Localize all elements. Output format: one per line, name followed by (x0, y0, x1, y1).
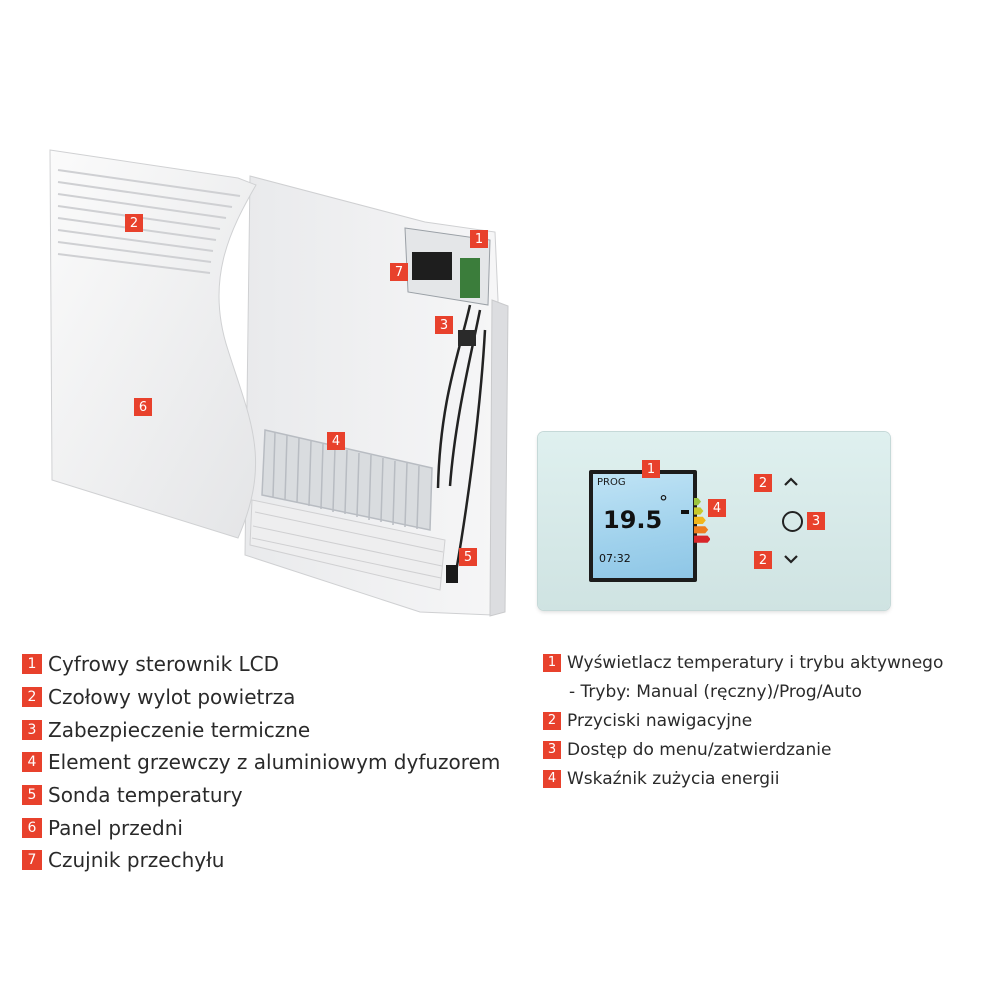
ok-button[interactable] (782, 511, 803, 532)
lcd-time: 07:32 (599, 552, 631, 565)
legend-text: Czujnik przechyłu (48, 848, 225, 873)
legend-number: 5 (22, 785, 42, 806)
legend-number: 1 (543, 653, 561, 672)
bottom-grille (249, 499, 446, 591)
energy-pointer (681, 510, 689, 514)
legend-text: Panel przedni (48, 815, 183, 840)
heater-badge-thermal-fuse: 3 (435, 316, 453, 334)
legend-item: 3 Zabezpieczenie termiczne (22, 713, 500, 746)
lcd-degree-symbol: ° (659, 492, 668, 513)
heater-badge-temperature-probe: 5 (459, 548, 477, 566)
heater-badge-lcd-controller: 1 (470, 230, 488, 248)
panel-badge-ok: 3 (807, 512, 825, 530)
heating-element-fins (261, 429, 433, 531)
temperature-probe (446, 565, 458, 583)
legend-number: 3 (22, 719, 42, 740)
heater-badge-heating-element: 4 (327, 432, 345, 450)
chevron-down-icon (784, 555, 798, 564)
energy-bar (694, 535, 710, 543)
lcd-display: PROG ° 19.5 07:32 (589, 470, 697, 582)
legend-item: 4 Wskaźnik zużycia energii (543, 764, 943, 793)
energy-bar (694, 516, 706, 524)
legend-item: 1 Wyświetlacz temperatury i trybu aktywne… (543, 648, 943, 677)
legend-text: Czołowy wylot powietrza (48, 685, 296, 710)
legend-item: 2 Przyciski nawigacyjne (543, 706, 943, 735)
heater-illustration (49, 149, 509, 617)
legend-item: 6 Panel przedni (22, 811, 500, 844)
control-panel: PROG ° 19.5 07:32 1 4 2 3 2 (538, 432, 890, 610)
legend-text: Dostęp do menu/zatwierdzanie (567, 739, 832, 760)
legend-text: Element grzewczy z aluminiowym dyfuzorem (48, 750, 501, 775)
legend-number: 4 (22, 752, 42, 773)
legend-text: - Tryby: Manual (ręczny)/Prog/Auto (569, 681, 862, 702)
legend-number: 6 (22, 817, 42, 838)
heater-legend: 1 Cyfrowy sterownik LCD 2 Czołowy wylot po… (22, 648, 500, 877)
legend-item: 5 Sonda temperatury (22, 779, 500, 812)
energy-bar (694, 498, 701, 506)
panel-badge-nav-down: 2 (754, 551, 772, 569)
legend-item: 1 Cyfrowy sterownik LCD (22, 648, 500, 681)
nav-up-button[interactable] (780, 471, 802, 493)
legend-item: 7 Czujnik przechyłu (22, 844, 500, 877)
legend-text: Sonda temperatury (48, 783, 243, 808)
legend-number: 3 (543, 740, 561, 759)
lcd-temperature: 19.5 (603, 506, 663, 534)
panel-badge-display: 1 (642, 460, 660, 478)
energy-bar (694, 507, 704, 515)
thermal-fuse (458, 330, 476, 346)
nav-down-button[interactable] (780, 548, 802, 570)
legend-number: 4 (543, 769, 561, 788)
legend-number: 7 (22, 850, 42, 871)
panel-badge-energy: 4 (708, 499, 726, 517)
heater-badge-air-outlet: 2 (125, 214, 143, 232)
legend-item: 3 Dostęp do menu/zatwierdzanie (543, 735, 943, 764)
panel-legend: 1 Wyświetlacz temperatury i trybu aktywne… (543, 648, 943, 793)
legend-text: Wyświetlacz temperatury i trybu aktywneg… (567, 652, 944, 673)
legend-number: 2 (22, 687, 42, 708)
legend-item-subline: - Tryby: Manual (ręczny)/Prog/Auto (543, 677, 943, 706)
legend-number: 2 (543, 711, 561, 730)
energy-bar (694, 526, 709, 534)
panel-badge-nav-up: 2 (754, 474, 772, 492)
legend-text: Zabezpieczenie termiczne (48, 717, 311, 742)
legend-text: Wskaźnik zużycia energii (567, 768, 780, 789)
heater-side-edge (489, 299, 509, 617)
heater-badge-tilt-sensor: 7 (390, 263, 408, 281)
lcd-mode-label: PROG (597, 477, 626, 488)
legend-text: Przyciski nawigacyjne (567, 710, 753, 731)
legend-text: Cyfrowy sterownik LCD (48, 652, 280, 677)
legend-item: 4 Element grzewczy z aluminiowym dyfuzore… (22, 746, 500, 779)
heater-badge-front-panel: 6 (134, 398, 152, 416)
control-box (404, 227, 491, 306)
legend-number: 1 (22, 654, 42, 675)
energy-indicator (694, 498, 710, 543)
legend-item: 2 Czołowy wylot powietrza (22, 681, 500, 714)
chevron-up-icon (784, 477, 798, 486)
